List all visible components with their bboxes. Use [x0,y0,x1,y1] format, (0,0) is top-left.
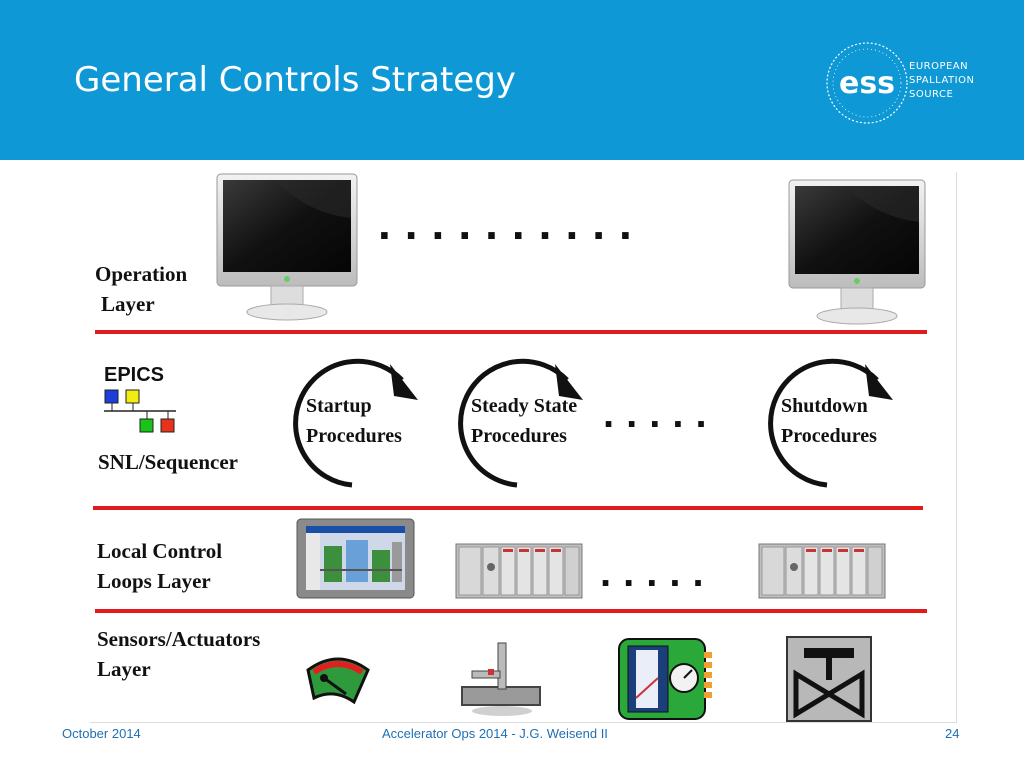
cycle-arrow-icon [458,358,583,488]
startup-line-2: Procedures [306,425,402,447]
valve-icon [786,636,872,722]
local-control-layer-label: Local Control Loops Layer [97,536,222,596]
logo-text: ess [839,66,895,101]
slide-title: General Controls Strategy [74,60,516,100]
procedures-ellipsis: ..... [603,392,719,436]
slide-header: General Controls Strategy ess EUROPEAN S… [0,0,1024,160]
sensors-label-line-1: Sensors/Actuators [97,627,261,651]
org-line-3: SOURCE [909,89,954,100]
epics-network-icon [104,389,176,433]
sensors-label-line-2: Layer [97,657,151,681]
level-meter-icon [618,638,712,720]
page-number: 24 [945,726,960,741]
steady-state-procedures-label: Steady State Procedures [471,391,577,451]
shutdown-procedures-label: Shutdown Procedures [781,391,877,451]
steady-line-1: Steady State [471,395,578,417]
snl-layer-label: SNL/Sequencer [98,450,239,474]
sensors-actuators-layer-label: Sensors/Actuators Layer [97,624,260,684]
cycle-arrow-icon [768,358,893,488]
operation-label-line-2: Layer [101,292,155,316]
layer-divider-1 [95,330,927,334]
shutdown-line-2: Procedures [781,425,877,447]
steady-line-2: Procedures [471,425,567,447]
organization-name: EUROPEAN SPALLATION SOURCE [909,60,974,102]
shutdown-line-1: Shutdown [781,395,868,417]
org-line-1: EUROPEAN [909,61,969,72]
local-label-line-1: Local Control [97,539,223,563]
diagram-frame [90,172,957,723]
local-label-line-2: Loops Layer [97,569,211,593]
hmi-panel-icon [296,518,415,599]
local-control-ellipsis: ..... [600,551,716,595]
startup-line-1: Startup [306,395,372,417]
operation-layer-label: Operation Layer [95,259,187,319]
pipe-sensor-icon [461,642,541,716]
layer-divider-2 [93,506,923,510]
layer-divider-3 [95,609,927,613]
gauge-icon [306,657,370,705]
monitor-icon [788,179,926,325]
org-line-2: SPALLATION [909,75,975,86]
operation-ellipsis: .......... [378,197,646,249]
footer-date: October 2014 [62,726,141,741]
footer-center-text: Accelerator Ops 2014 - J.G. Weisend II [382,726,608,741]
startup-procedures-label: Startup Procedures [306,391,402,451]
ess-logo-icon: ess [826,42,908,124]
monitor-icon [216,173,358,321]
plc-rack-icon [455,543,583,599]
operation-label-line-1: Operation [95,262,188,286]
plc-rack-icon [758,543,886,599]
cycle-arrow-icon [293,358,418,488]
epics-label: EPICS [104,364,165,386]
